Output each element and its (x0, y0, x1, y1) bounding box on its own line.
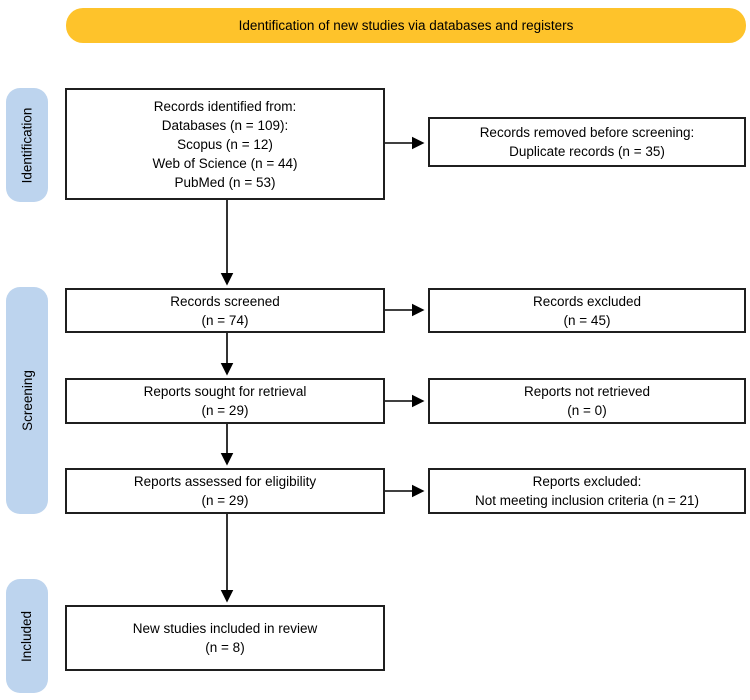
box-line: Not meeting inclusion criteria (n = 21) (475, 493, 699, 508)
box-line: Web of Science (n = 44) (152, 155, 298, 171)
box-line: (n = 74) (201, 312, 249, 328)
stage-screening: Screening (6, 287, 48, 514)
box-line: (n = 29) (201, 403, 249, 418)
box-reports-excluded: Reports excluded: Not meeting inclusion … (428, 468, 746, 514)
box-line: New studies included in review (132, 621, 318, 636)
box-line: Duplicate records (n = 35) (509, 144, 665, 159)
banner-title-label: Identification of new studies via databa… (238, 18, 574, 33)
box-line: Reports assessed for eligibility (133, 474, 317, 489)
box-records-screened: Records screened (n = 74) (65, 288, 385, 333)
box-line: Databases (n = 109): (161, 117, 289, 133)
box-line: Records excluded (532, 293, 642, 309)
box-line: Scopus (n = 12) (177, 136, 273, 152)
stage-included: Included (6, 579, 48, 693)
stage-screening-label: Screening (19, 370, 35, 431)
box-records-identified: Records identified from: Databases (n = … (65, 88, 385, 200)
box-line: (n = 8) (205, 640, 245, 655)
box-records-excluded: Records excluded (n = 45) (428, 288, 746, 333)
box-line: Reports not retrieved (523, 384, 651, 399)
box-reports-sought: Reports sought for retrieval (n = 29) (65, 378, 385, 424)
box-reports-assessed: Reports assessed for eligibility (n = 29… (65, 468, 385, 514)
box-line: Reports excluded: (532, 474, 642, 489)
box-line: PubMed (n = 53) (174, 174, 276, 190)
box-line: Records screened (170, 293, 280, 309)
box-reports-not-retrieved: Reports not retrieved (n = 0) (428, 378, 746, 424)
box-line: Reports sought for retrieval (143, 384, 307, 399)
stage-identification-label: Identification (19, 107, 35, 183)
box-line: (n = 45) (563, 312, 611, 328)
box-line: Records removed before screening: (479, 125, 695, 140)
stage-included-label: Included (19, 610, 35, 662)
box-line: (n = 29) (201, 493, 249, 508)
banner-title: Identification of new studies via databa… (66, 8, 746, 43)
box-new-studies-included: New studies included in review (n = 8) (65, 605, 385, 671)
stage-identification: Identification (6, 88, 48, 202)
box-line: (n = 0) (567, 403, 607, 418)
box-line: Records identified from: (153, 98, 297, 114)
box-records-removed: Records removed before screening: Duplic… (428, 117, 746, 167)
